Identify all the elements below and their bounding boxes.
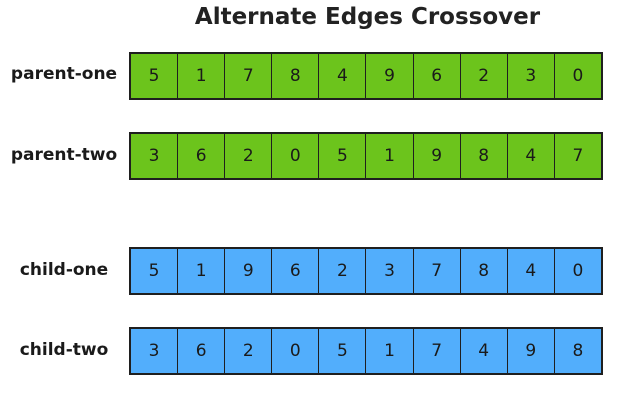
array-cell: 8 — [460, 134, 508, 178]
array-parent-two: 3 6 2 0 5 1 9 8 4 7 — [129, 132, 603, 180]
row-label-child-one: child-one — [19, 260, 109, 280]
array-cell: 9 — [507, 329, 555, 373]
array-cell: 7 — [225, 54, 273, 98]
array-cell: 8 — [272, 54, 320, 98]
array-cell: 1 — [366, 134, 414, 178]
array-parent-one: 5 1 7 8 4 9 6 2 3 0 — [129, 52, 603, 100]
array-cell: 8 — [460, 249, 508, 293]
array-cell: 4 — [507, 134, 555, 178]
array-cell: 3 — [131, 329, 179, 373]
array-cell: 1 — [178, 249, 226, 293]
array-cell: 4 — [319, 54, 367, 98]
array-cell: 5 — [319, 329, 367, 373]
array-cell: 0 — [554, 249, 601, 293]
array-cell: 6 — [413, 54, 461, 98]
array-cell: 5 — [131, 54, 179, 98]
array-child-two: 3 6 2 0 5 1 7 4 9 8 — [129, 327, 603, 375]
array-cell: 5 — [131, 249, 179, 293]
array-cell: 8 — [554, 329, 601, 373]
array-cell: 6 — [178, 134, 226, 178]
array-cell: 3 — [507, 54, 555, 98]
row-label-child-two: child-two — [19, 340, 109, 360]
array-cell: 1 — [178, 54, 226, 98]
array-cell: 9 — [366, 54, 414, 98]
array-cell: 2 — [319, 249, 367, 293]
array-cell: 9 — [225, 249, 273, 293]
row-label-parent-one: parent-one — [10, 64, 118, 84]
array-cell: 6 — [178, 329, 226, 373]
array-cell: 5 — [319, 134, 367, 178]
array-cell: 2 — [460, 54, 508, 98]
array-cell: 0 — [272, 134, 320, 178]
array-cell: 3 — [131, 134, 179, 178]
array-cell: 7 — [554, 134, 601, 178]
array-cell: 0 — [554, 54, 601, 98]
array-cell: 2 — [225, 329, 273, 373]
array-cell: 7 — [413, 329, 461, 373]
array-cell: 2 — [225, 134, 273, 178]
array-cell: 9 — [413, 134, 461, 178]
array-child-one: 5 1 9 6 2 3 7 8 4 0 — [129, 247, 603, 295]
array-cell: 6 — [272, 249, 320, 293]
array-cell: 4 — [507, 249, 555, 293]
array-cell: 3 — [366, 249, 414, 293]
row-label-parent-two: parent-two — [10, 145, 118, 165]
array-cell: 7 — [413, 249, 461, 293]
array-cell: 1 — [366, 329, 414, 373]
array-cell: 0 — [272, 329, 320, 373]
diagram-title: Alternate Edges Crossover — [194, 4, 541, 30]
array-cell: 4 — [460, 329, 508, 373]
